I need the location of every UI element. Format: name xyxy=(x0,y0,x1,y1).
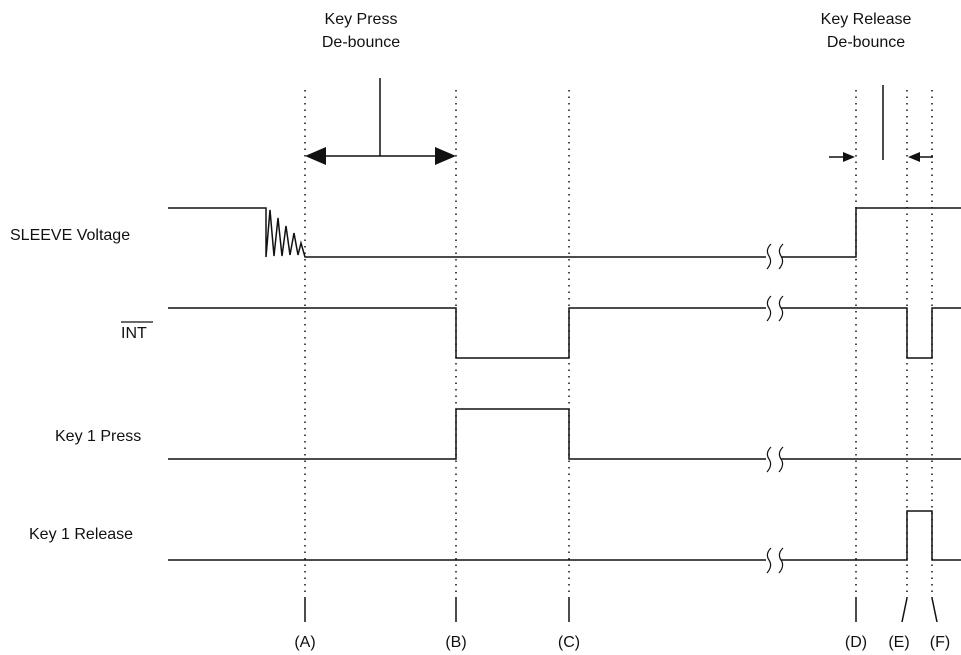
marker-d: (D) xyxy=(845,634,867,651)
key1-release-label: Key 1 Release xyxy=(29,526,133,543)
key-press-debounce-annotation: Key Press De-bounce xyxy=(305,11,456,165)
key-release-arrowhead-left xyxy=(843,152,855,162)
marker-b: (B) xyxy=(445,634,466,651)
marker-ticks xyxy=(304,597,938,623)
break-key1-release xyxy=(766,547,784,574)
key-release-label-line1: Key Release xyxy=(821,11,912,28)
marker-f: (F) xyxy=(930,634,950,651)
key-press-arrowhead-right xyxy=(435,147,456,165)
key1-release-waveform xyxy=(168,510,961,561)
key-release-arrowhead-right xyxy=(908,152,920,162)
key-press-arrowhead-left xyxy=(305,147,326,165)
break-int xyxy=(766,295,784,322)
key1-press-waveform xyxy=(168,408,961,460)
time-guides xyxy=(304,90,933,598)
marker-c: (C) xyxy=(558,634,580,651)
int-waveform xyxy=(168,307,961,359)
key-release-debounce-annotation: Key Release De-bounce xyxy=(821,11,933,162)
key-press-label-line2: De-bounce xyxy=(322,34,400,51)
time-break-symbols xyxy=(766,243,784,574)
key-release-label-line2: De-bounce xyxy=(827,34,905,51)
marker-a: (A) xyxy=(294,634,315,651)
key-press-label-line1: Key Press xyxy=(325,11,398,28)
sleeve-voltage-waveform xyxy=(168,207,961,258)
int-label: INT xyxy=(121,325,147,342)
sleeve-voltage-label: SLEEVE Voltage xyxy=(10,227,130,244)
break-sleeve xyxy=(766,243,784,270)
key1-press-label: Key 1 Press xyxy=(55,428,141,445)
marker-e: (E) xyxy=(888,634,909,651)
break-key1-press xyxy=(766,446,784,473)
